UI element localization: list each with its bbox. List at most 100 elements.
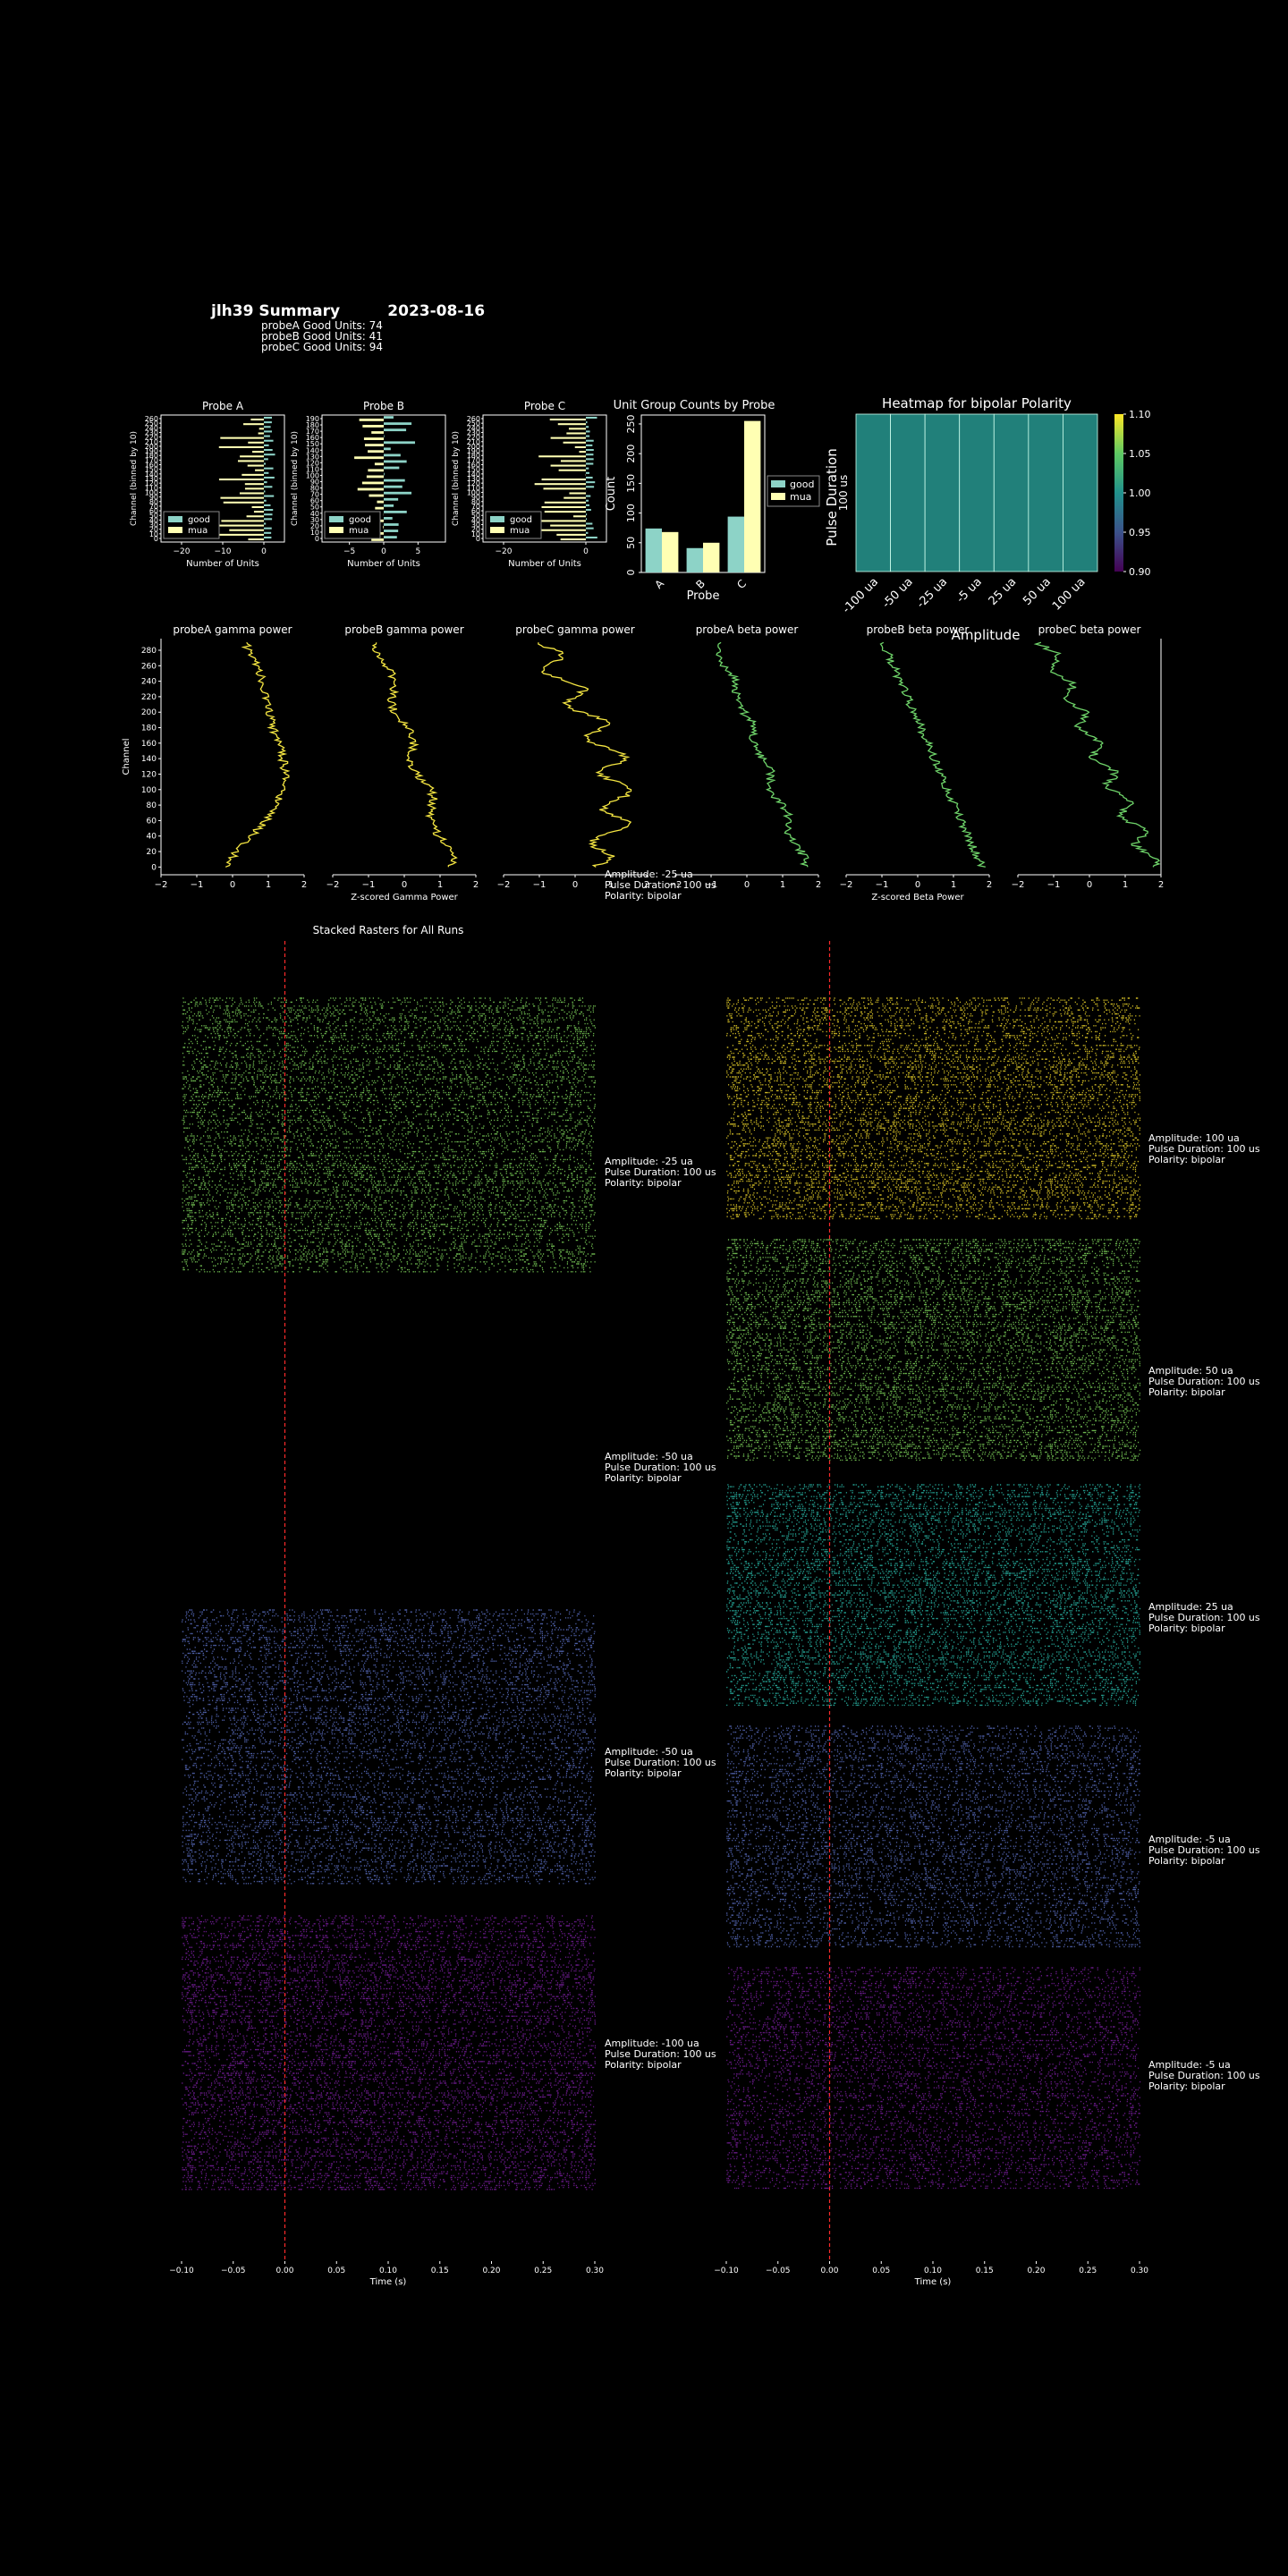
power-xtick: 2 <box>816 880 821 890</box>
hist-ytick: 260 <box>467 415 480 423</box>
raster-annotation-line: Amplitude: -5 ua <box>1148 1834 1231 1845</box>
hist-bar-good <box>264 444 269 446</box>
raster-xtick: −0.05 <box>766 2267 791 2275</box>
hist-bar-good <box>586 499 589 502</box>
bar-good-B <box>686 547 703 572</box>
hist-ytick: 50 <box>471 512 480 520</box>
hist-ytick: 190 <box>467 447 480 455</box>
hist-bar-mua <box>253 511 264 513</box>
unit-histograms: Probe A010203040506070809010011012013014… <box>130 400 607 569</box>
raster-annotation-line: Pulse Duration: 100 us <box>1148 1612 1260 1623</box>
power-xtick: 1 <box>1123 880 1128 890</box>
power-xtick: 0 <box>402 880 407 890</box>
hist-bar-good <box>264 471 269 474</box>
hist-xtick: −5 <box>343 547 355 556</box>
hist-ytick: 170 <box>306 428 319 436</box>
hist-ytick: 100 <box>306 471 319 479</box>
hist-ytick: 10 <box>471 530 480 538</box>
hist-bar-mua <box>369 494 384 497</box>
power-xlabel-gamma: Z-scored Gamma Power <box>351 893 458 902</box>
raster-annotation-line: Pulse Duration: 100 us <box>1148 1844 1260 1856</box>
power-ytick: 20 <box>147 848 157 857</box>
bar-mua-C <box>744 420 761 572</box>
heatmap-xlabel: Amplitude <box>952 627 1021 643</box>
unit-group-bar-chart: Unit Group Counts by Probe05010015020025… <box>605 399 820 603</box>
power-xtick: −2 <box>840 880 853 890</box>
hist-bar-good <box>384 504 394 507</box>
hist-bar-mua <box>538 455 586 458</box>
power-ylabel: Channel <box>122 738 131 775</box>
heatmap-cell <box>1063 413 1098 572</box>
raster-annotation-line: Amplitude: -5 ua <box>1148 2059 1231 2071</box>
power-xtick: 2 <box>301 880 307 890</box>
hist-ytick: 190 <box>306 415 319 423</box>
hist-ytick: 60 <box>149 507 158 515</box>
raster-xtick: 0.25 <box>1079 2267 1097 2275</box>
legend-label-good: good <box>188 515 210 525</box>
hist-ytick: 170 <box>145 456 158 464</box>
bar-ytick: 200 <box>625 445 637 463</box>
raster-title: Stacked Rasters for All Runs <box>313 924 464 936</box>
hist-ylabel: Channel (binned by 10) <box>130 431 139 526</box>
hist-ytick: 40 <box>149 516 158 524</box>
hist-ytick: 0 <box>476 535 480 543</box>
hist-bar-good <box>264 504 271 506</box>
legend-label-mua: mua <box>510 526 530 536</box>
hist-ytick: 200 <box>145 443 158 451</box>
hist-xtick: 5 <box>415 547 420 556</box>
hist-bar-mua <box>383 525 384 529</box>
hist-bar-good <box>384 453 401 457</box>
heatmap-title: Heatmap for bipolar Polarity <box>882 395 1072 411</box>
hist-bar-good <box>586 426 589 428</box>
power-ytick: 200 <box>141 708 157 717</box>
power-ytick: 100 <box>141 786 157 795</box>
hist-bar-good <box>264 439 274 442</box>
hist-xtick: 0 <box>381 547 386 556</box>
hist-bar-mua <box>558 469 586 471</box>
mid-annotation-line: Amplitude: -25 ua <box>605 869 693 880</box>
bar-legend-label: mua <box>790 491 811 503</box>
power-ytick: 260 <box>141 662 157 671</box>
heatmap-cell <box>890 413 926 572</box>
hist-bar-mua <box>563 441 586 444</box>
power-xtick: 2 <box>987 880 992 890</box>
hist-ytick: 160 <box>467 462 480 470</box>
hist-bar-mua <box>250 419 264 421</box>
hist-bar-mua <box>550 524 586 527</box>
hist-bar-mua <box>362 425 384 428</box>
hist-bar-mua <box>371 538 384 541</box>
bar-ytick: 100 <box>625 504 637 522</box>
hist-ytick: 180 <box>467 452 480 460</box>
hist-ytick: 210 <box>145 438 158 446</box>
hist-bar-mua <box>354 456 384 460</box>
hist-ytick: 250 <box>145 419 158 428</box>
power-xtick: −1 <box>191 880 204 890</box>
bar-ylabel: Count <box>605 477 618 512</box>
hist-bar-good <box>586 435 590 437</box>
hist-ytick: 80 <box>471 498 480 506</box>
hist-ytick: 140 <box>306 446 319 454</box>
hist-bar-mua <box>569 492 586 495</box>
raster-xlabel: Time (s) <box>369 2277 407 2287</box>
heatmap-colorbar <box>1114 414 1123 572</box>
hist-xtick: 0 <box>583 547 589 556</box>
hist-bar-good <box>264 481 267 484</box>
raster-annotation-line: Polarity: bipolar <box>1148 2080 1225 2092</box>
hist-bar-mua <box>549 419 586 421</box>
raster-annotation-line: Polarity: bipolar <box>1148 1855 1225 1867</box>
hist-bar-good <box>384 517 393 520</box>
hist-bar-good <box>586 449 594 452</box>
power-curve <box>225 641 291 868</box>
power-xtick: 1 <box>608 880 614 890</box>
raster-xtick: 0.05 <box>327 2267 345 2275</box>
raster-xtick: 0.15 <box>976 2267 994 2275</box>
raster-xtick: 0.10 <box>924 2267 942 2275</box>
hist-bar-good <box>586 513 588 516</box>
hist-bar-good <box>264 531 272 534</box>
bar-mua-B <box>703 542 720 572</box>
raster-xtick: 0.00 <box>275 2267 293 2275</box>
hist-bar-mua <box>564 496 586 499</box>
hist-ytick: 60 <box>310 497 319 505</box>
hist-bar-good <box>384 416 394 419</box>
